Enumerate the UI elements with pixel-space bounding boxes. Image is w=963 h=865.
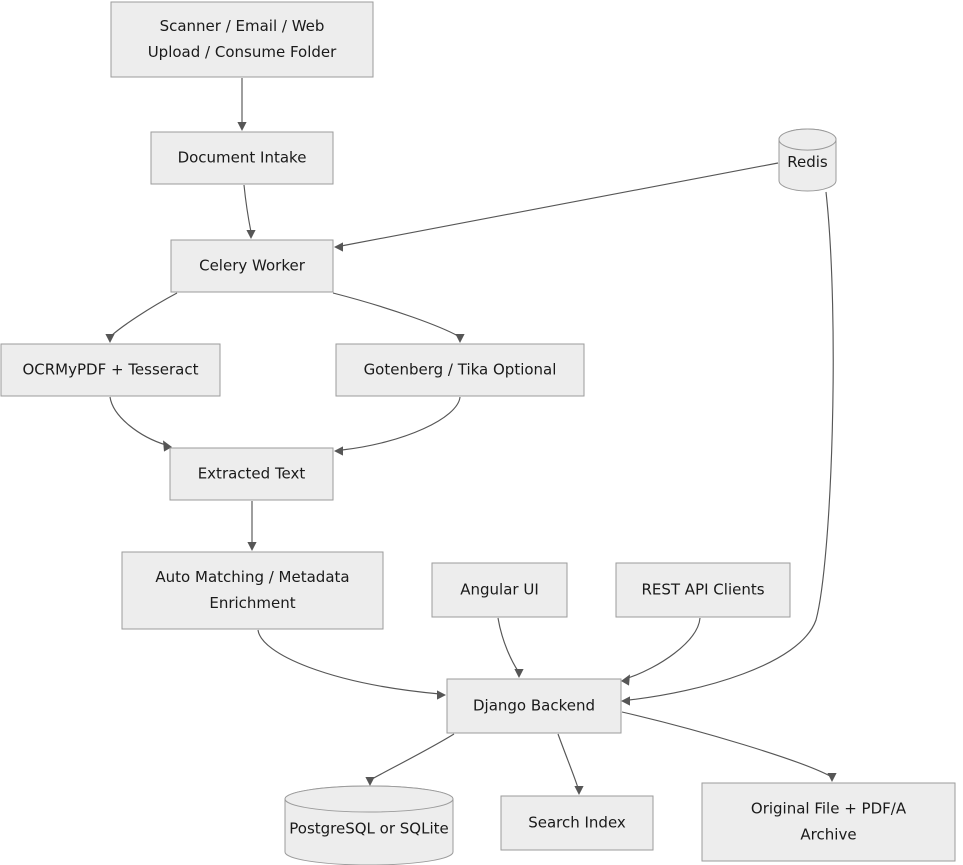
- node-label: Gotenberg / Tika Optional: [364, 361, 557, 379]
- arrowhead-icon: [163, 440, 172, 452]
- arrowhead-icon: [105, 334, 115, 343]
- node-ocr[interactable]: OCRMyPDF + Tesseract: [0, 343, 221, 397]
- node-extracted[interactable]: Extracted Text: [169, 447, 334, 501]
- cylinder-top-ellipse: [284, 785, 454, 813]
- edge-django-to-database: [365, 733, 455, 786]
- arrowhead-icon: [621, 674, 630, 686]
- node-shape: [431, 562, 568, 618]
- edge-django-to-searchindex: [557, 733, 584, 795]
- edges-layer: [105, 78, 837, 795]
- node-label: Angular UI: [460, 581, 539, 599]
- node-label: REST API Clients: [641, 581, 764, 599]
- node-gotenberg[interactable]: Gotenberg / Tika Optional: [335, 343, 585, 397]
- arrowhead-icon: [246, 230, 256, 239]
- node-label: Archive: [800, 826, 856, 844]
- arrowhead-icon: [237, 122, 247, 131]
- node-label: PostgreSQL or SQLite: [289, 819, 449, 837]
- node-label: Scanner / Email / Web: [160, 17, 325, 35]
- arrowhead-icon: [827, 773, 837, 782]
- node-shape: [701, 782, 956, 862]
- edge-angular-to-django: [497, 617, 524, 678]
- node-shape: [121, 551, 384, 630]
- node-shape: [110, 1, 374, 78]
- edge-extracted-to-automatch: [247, 501, 257, 551]
- arrowhead-icon: [437, 690, 446, 700]
- edge-redis-to-celery: [334, 162, 779, 252]
- node-django[interactable]: Django Backend: [446, 678, 622, 734]
- node-restapi[interactable]: REST API Clients: [615, 562, 791, 618]
- node-angular[interactable]: Angular UI: [431, 562, 568, 618]
- node-label: Celery Worker: [199, 257, 306, 275]
- node-shape: [335, 343, 585, 397]
- edge-redis-to-django: [621, 191, 834, 706]
- arrowhead-icon: [247, 542, 257, 551]
- arrowhead-icon: [621, 696, 630, 706]
- node-intake[interactable]: Document Intake: [150, 131, 334, 185]
- node-archive[interactable]: Original File + PDF/A Archive: [701, 782, 956, 862]
- node-shape: [0, 343, 221, 397]
- edge-celery-to-ocr: [105, 292, 178, 343]
- node-celery[interactable]: Celery Worker: [170, 239, 334, 293]
- arrowhead-icon: [365, 777, 375, 786]
- node-label: Redis: [787, 153, 828, 171]
- node-label: Auto Matching / Metadata: [155, 568, 349, 586]
- arrowhead-icon: [514, 669, 524, 678]
- edge-intake-to-celery: [243, 184, 256, 239]
- node-label: Original File + PDF/A: [751, 800, 907, 818]
- node-label: Django Backend: [473, 697, 595, 715]
- arrowhead-icon: [455, 334, 465, 343]
- node-database[interactable]: PostgreSQL or SQLite: [284, 785, 454, 865]
- node-label: Search Index: [528, 814, 626, 832]
- node-label: Upload / Consume Folder: [148, 43, 337, 61]
- arrowhead-icon: [574, 786, 584, 795]
- edge-restapi-to-django: [621, 617, 701, 686]
- node-label: OCRMyPDF + Tesseract: [22, 361, 198, 379]
- edge-sources-to-intake: [237, 78, 247, 131]
- node-label: Document Intake: [178, 149, 307, 167]
- cylinder-top-ellipse: [778, 128, 837, 151]
- node-label: Extracted Text: [198, 465, 306, 483]
- node-label: Enrichment: [209, 594, 295, 612]
- edge-celery-to-gotenberg: [332, 292, 465, 343]
- node-shape: [615, 562, 791, 618]
- edge-gotenberg-to-extracted: [334, 396, 461, 456]
- node-searchindex[interactable]: Search Index: [500, 795, 654, 851]
- node-shape: [169, 447, 334, 501]
- node-shape: [170, 239, 334, 293]
- edge-django-to-archive: [621, 711, 837, 782]
- node-shape: [150, 131, 334, 185]
- arrowhead-icon: [334, 446, 343, 456]
- node-shape: [500, 795, 654, 851]
- node-shape: [446, 678, 622, 734]
- node-redis[interactable]: Redis: [778, 128, 837, 192]
- edge-ocr-to-extracted: [109, 396, 172, 452]
- arrowhead-icon: [334, 242, 343, 252]
- edge-automatch-to-django: [257, 629, 446, 700]
